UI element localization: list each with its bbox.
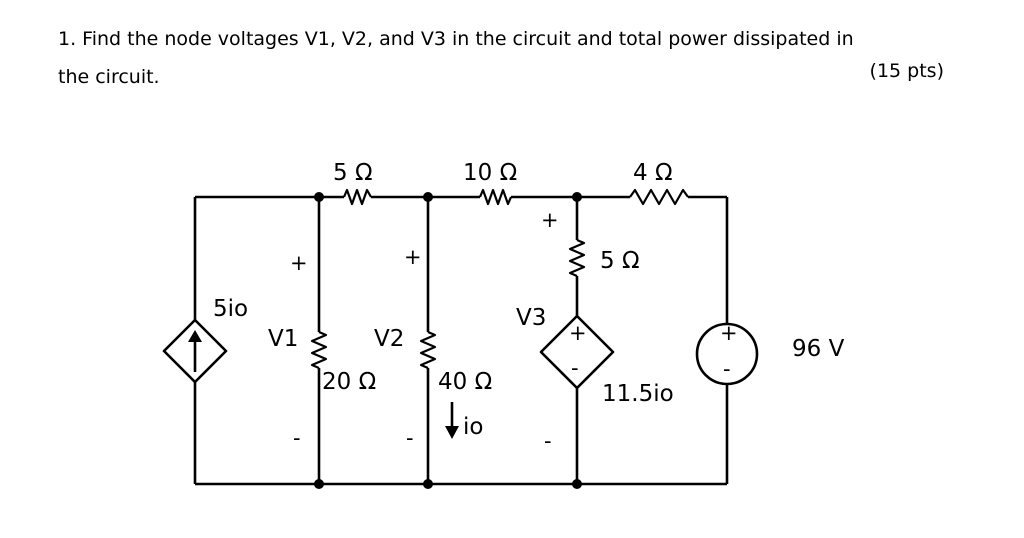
node-dot xyxy=(314,192,324,202)
label-r-5-top: 5 Ω xyxy=(333,160,373,186)
label-dep-voltage: 11.5io xyxy=(602,381,674,407)
label-voltage-source: 96 V xyxy=(792,336,845,362)
question-line-2: the circuit. xyxy=(58,66,160,88)
independent-voltage-source xyxy=(695,322,759,386)
v1-plus-sign: + xyxy=(290,251,308,275)
v3-plus-sign: + xyxy=(541,208,559,232)
dependent-voltage-source xyxy=(539,314,615,390)
resistor-20-ohm xyxy=(310,330,328,370)
question-line-1: 1. Find the node voltages V1, V2, and V3… xyxy=(58,28,854,50)
label-dep-current: 5io xyxy=(213,296,248,322)
node-dot xyxy=(423,479,433,489)
label-v2: V2 xyxy=(374,326,404,352)
dependent-current-source xyxy=(162,318,228,384)
v1-minus-sign: - xyxy=(293,426,301,450)
label-r-40: 40 Ω xyxy=(438,369,492,395)
label-v1: V1 xyxy=(268,326,298,352)
label-r-5-v3: 5 Ω xyxy=(600,248,640,274)
resistor-4-ohm-top xyxy=(629,188,689,206)
v2-minus-sign: - xyxy=(406,426,414,450)
label-r-20: 20 Ω xyxy=(322,369,376,395)
label-v3: V3 xyxy=(516,305,546,331)
label-r-4-top: 4 Ω xyxy=(633,160,673,186)
node-dot xyxy=(423,192,433,202)
label-io: io xyxy=(463,414,483,440)
resistor-5-ohm-top xyxy=(342,188,372,206)
label-r-10-top: 10 Ω xyxy=(463,160,517,186)
node-dot xyxy=(314,479,324,489)
resistor-5-ohm-v3 xyxy=(568,238,586,278)
current-arrowhead-icon xyxy=(188,330,202,342)
resistor-10-ohm-top xyxy=(478,188,513,206)
points-label: (15 pts) xyxy=(869,60,944,82)
resistor-40-ohm xyxy=(419,330,437,370)
dep-voltage-minus-sign: - xyxy=(571,356,579,380)
io-arrowhead-icon xyxy=(445,426,459,439)
node-dot xyxy=(572,479,582,489)
node-dot xyxy=(572,192,582,202)
source-plus-sign: + xyxy=(720,321,738,345)
source-minus-sign: - xyxy=(723,357,731,381)
v3-minus-sign: - xyxy=(544,429,552,453)
v2-plus-sign: + xyxy=(404,245,422,269)
question-text: 1. Find the node voltages V1, V2, and V3… xyxy=(58,20,958,96)
dep-voltage-plus-sign: + xyxy=(569,321,587,345)
